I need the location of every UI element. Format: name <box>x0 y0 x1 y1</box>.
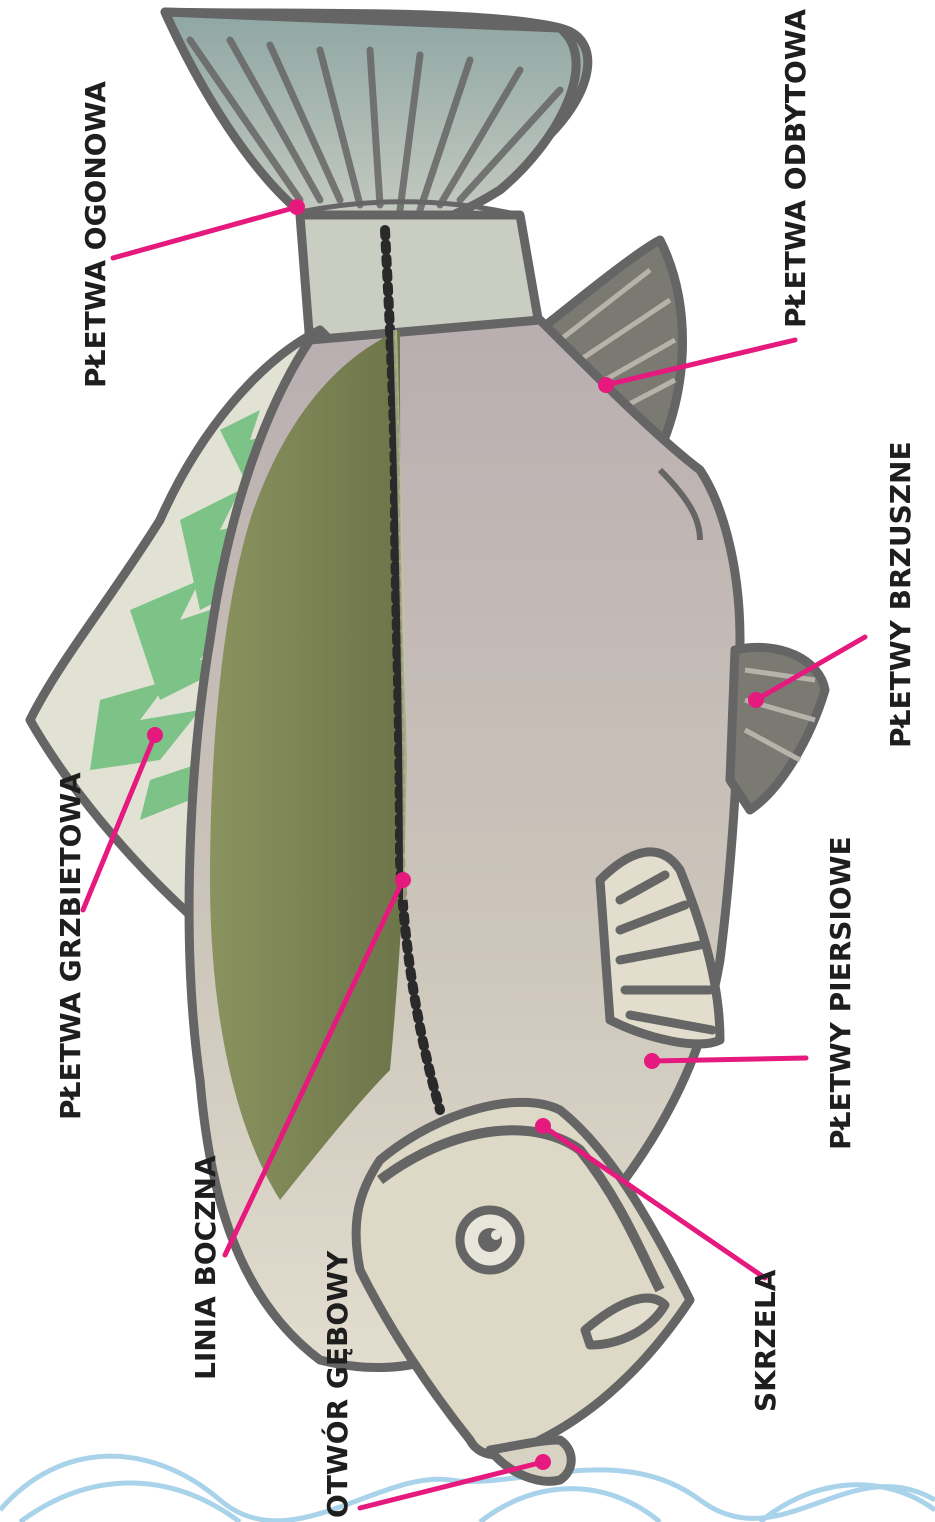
label-anal-fin: PŁETWA ODBYTOWA <box>779 9 812 328</box>
mouth-opening <box>490 1440 571 1481</box>
label-tail-fin: PŁETWA OGONOWA <box>79 81 112 388</box>
leader-tail-fin <box>113 199 305 258</box>
pelvic-fins <box>730 647 825 810</box>
label-lateral-line: LINIA BOCZNA <box>189 1155 222 1380</box>
label-pectoral-fins: PŁETWY PIERSIOWE <box>824 836 857 1150</box>
label-dorsal-fin: PŁETWA GRZBIETOWA <box>54 772 87 1120</box>
label-pelvic-fins: PŁETWY BRZUSZNE <box>884 441 917 748</box>
water-waves <box>0 1456 935 1522</box>
eye <box>460 1210 520 1270</box>
label-gills: SKRZELA <box>749 1269 782 1412</box>
label-mouth: OTWÓR GĘBOWY <box>320 1250 354 1518</box>
